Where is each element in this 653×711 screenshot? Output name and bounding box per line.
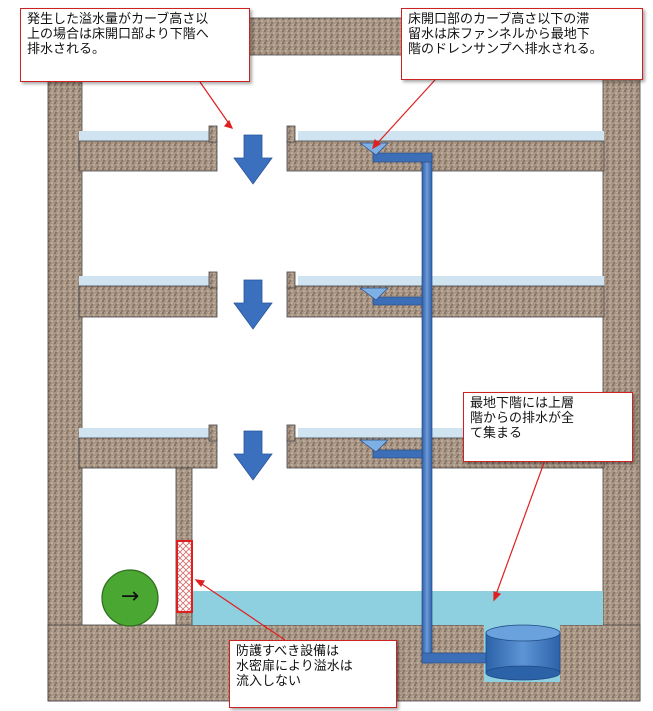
down-arrow-icon: [233, 430, 273, 481]
equipment: [101, 569, 159, 627]
water-film-left: [79, 276, 209, 286]
floor-1: [78, 125, 605, 172]
right-wall: [602, 17, 641, 702]
curb-left: [208, 125, 218, 143]
down-arrow-icon: [233, 279, 273, 330]
water-film-left: [79, 428, 209, 438]
pipe-to-sump: [421, 652, 495, 664]
branch-pipe-floor-2: [372, 296, 423, 306]
floor-funnel-icon: [358, 287, 389, 301]
leader-arrowhead: [372, 138, 382, 150]
callout-watertight-door: 防護すべき設備は 水密扉により溢水は 流入しない: [229, 640, 397, 708]
leader-lowest-floor: [493, 459, 546, 601]
water-film-left: [79, 131, 209, 141]
callout-lowest-floor: 最地下階には上層 階からの排水が全 て集まる: [463, 392, 633, 462]
water-film-right: [298, 428, 604, 438]
protected-equipment-icon: [101, 569, 159, 627]
drain-pipes: [358, 142, 495, 664]
slab-right: [286, 140, 605, 172]
curb-right: [286, 424, 296, 442]
drain-sump-tank: [485, 624, 561, 681]
equipment-arrow-icon: →: [120, 584, 140, 609]
water-film-right: [298, 276, 604, 286]
leader-arrowhead: [223, 119, 234, 129]
slab-left: [78, 437, 218, 469]
leader-overflow: [199, 81, 233, 129]
vertical-drain-pipe: [421, 152, 433, 664]
slab-right: [286, 285, 605, 318]
callout-overflow-via-opening: 発生した溢水量がカーブ高さ以 上の場合は床開口部より下階へ 排水される。: [20, 8, 250, 82]
leader-arrowhead: [194, 579, 205, 588]
leader-arrowhead: [493, 591, 502, 602]
curb-right: [286, 271, 296, 289]
slab-left: [78, 140, 218, 172]
branch-pipe-floor-1: [372, 152, 433, 163]
down-arrow-icon: [233, 134, 273, 185]
watertight-door: [176, 540, 193, 613]
curb-left: [208, 271, 218, 289]
leader-funnel: [372, 79, 436, 149]
overflow-arrows: [233, 134, 273, 481]
water-film-right: [298, 131, 604, 141]
curb-left: [208, 424, 218, 442]
left-wall: [47, 17, 83, 702]
curb-right: [286, 125, 296, 143]
callout-leaders: [194, 79, 546, 641]
callout-floor-funnel: 床開口部のカーブ高さ以下の滞 留水は床ファンネルから最地下 階のドレンサンプへ排…: [401, 8, 643, 80]
floor-funnel-icon: [358, 439, 389, 453]
leader-door: [195, 579, 286, 641]
slab-left: [78, 285, 218, 318]
floor-2: [78, 271, 605, 318]
branch-pipe-floor-3: [372, 449, 423, 459]
pooled-water: [192, 591, 603, 625]
